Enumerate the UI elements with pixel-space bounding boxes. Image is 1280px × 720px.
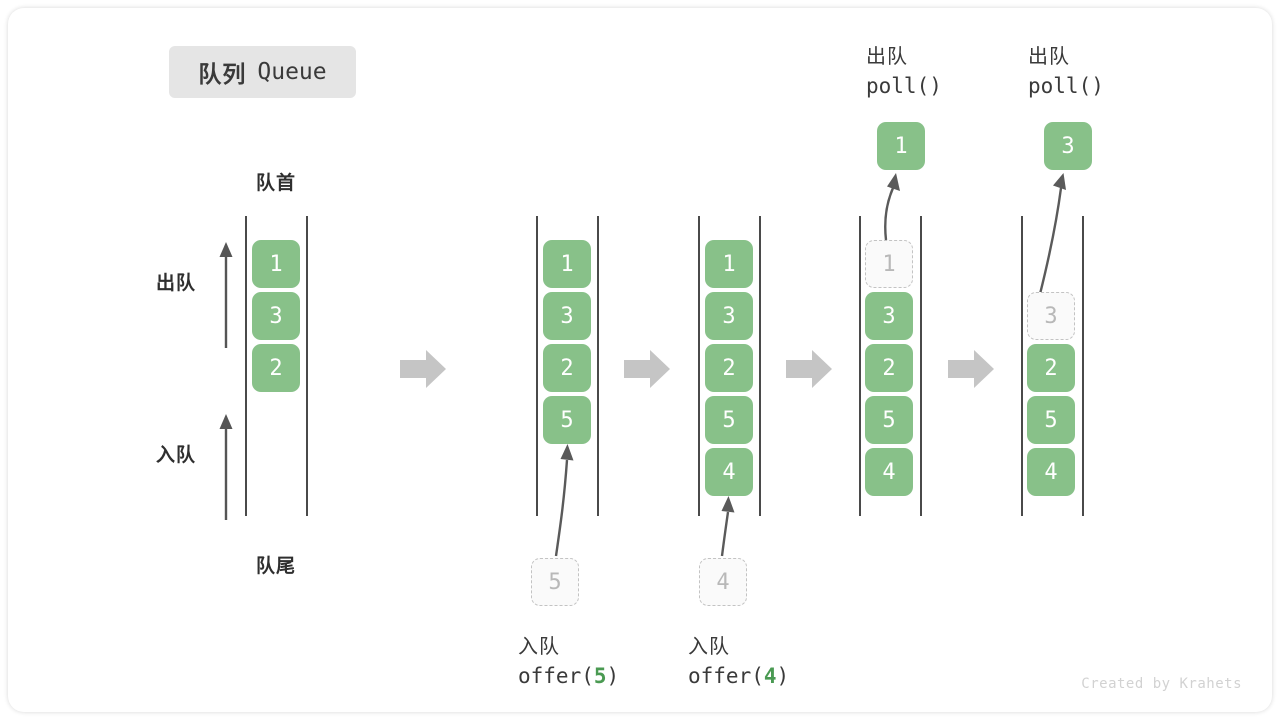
operation-label-code: offer(5)	[518, 664, 619, 688]
operation-label-cn: 出队	[866, 46, 908, 68]
enqueue-direction-arrow-icon	[219, 414, 233, 520]
queue-rail-right	[597, 216, 599, 516]
operation-label-cn: 入队	[518, 636, 560, 658]
step-arrow-icon	[400, 350, 446, 388]
queue-cell: 1	[543, 240, 591, 288]
dequeue-curve-arrow-icon	[884, 173, 900, 241]
queue-cell: 5	[705, 396, 753, 444]
operation-label-cn: 入队	[688, 636, 730, 658]
step-arrow-icon	[786, 350, 832, 388]
incoming-element-ghost: 4	[699, 558, 747, 606]
diagram-canvas: 队列 Queue 队首 队尾 出队 入队 1 3 2 1 3 2 5 5 入队 …	[8, 8, 1272, 712]
queue-rail-right	[759, 216, 761, 516]
label-queue-rear: 队尾	[255, 556, 296, 577]
label-queue-front: 队首	[255, 173, 296, 194]
queue-cell-new: 4	[705, 448, 753, 496]
removed-element-ghost: 1	[865, 240, 913, 288]
incoming-element-ghost: 5	[531, 558, 579, 606]
queue-rail-right	[920, 216, 922, 516]
queue-rail-left	[1021, 216, 1023, 516]
queue-cell: 3	[543, 292, 591, 340]
popped-element: 3	[1044, 122, 1092, 170]
title-en: Queue	[257, 59, 327, 85]
queue-rail-right	[306, 216, 308, 516]
queue-cell: 3	[865, 292, 913, 340]
operation-label-code: poll()	[866, 74, 942, 98]
watermark-credit: Created by Krahets	[1081, 676, 1242, 692]
dequeue-curve-arrow-icon	[1038, 173, 1066, 295]
operation-label-cn: 出队	[1028, 46, 1070, 68]
step-arrow-icon	[624, 350, 670, 388]
queue-cell: 2	[1027, 344, 1075, 392]
operation-label-code: poll()	[1028, 74, 1104, 98]
queue-cell: 2	[865, 344, 913, 392]
popped-element: 1	[877, 122, 925, 170]
queue-cell: 2	[543, 344, 591, 392]
queue-cell: 5	[1027, 396, 1075, 444]
enqueue-curve-arrow-icon	[720, 496, 735, 557]
step-arrow-icon	[948, 350, 994, 388]
queue-rail-left	[859, 216, 861, 516]
queue-cell: 2	[705, 344, 753, 392]
title-badge: 队列 Queue	[169, 46, 356, 98]
operation-code-prefix: offer(	[688, 664, 764, 688]
dequeue-direction-arrow-icon	[219, 242, 233, 348]
operation-code-value: 4	[763, 664, 777, 688]
queue-cell: 1	[252, 240, 300, 288]
enqueue-curve-arrow-icon	[554, 444, 574, 557]
operation-label-code: offer(4)	[688, 664, 789, 688]
queue-cell: 3	[705, 292, 753, 340]
queue-rail-right	[1082, 216, 1084, 516]
title-cn: 队列	[198, 61, 247, 87]
queue-rail-left	[698, 216, 700, 516]
label-dequeue-side: 出队	[156, 273, 197, 294]
queue-cell: 5	[865, 396, 913, 444]
label-enqueue-side: 入队	[156, 445, 197, 466]
queue-cell: 2	[252, 344, 300, 392]
operation-code-suffix: )	[776, 664, 790, 688]
queue-cell: 3	[252, 292, 300, 340]
queue-cell: 1	[705, 240, 753, 288]
queue-cell-new: 5	[543, 396, 591, 444]
queue-rail-left	[245, 216, 247, 516]
removed-element-ghost: 3	[1027, 292, 1075, 340]
operation-code-prefix: offer(	[518, 664, 594, 688]
queue-cell: 4	[1027, 448, 1075, 496]
queue-rail-left	[536, 216, 538, 516]
queue-cell: 4	[865, 448, 913, 496]
operation-code-suffix: )	[606, 664, 620, 688]
operation-code-value: 5	[593, 664, 607, 688]
